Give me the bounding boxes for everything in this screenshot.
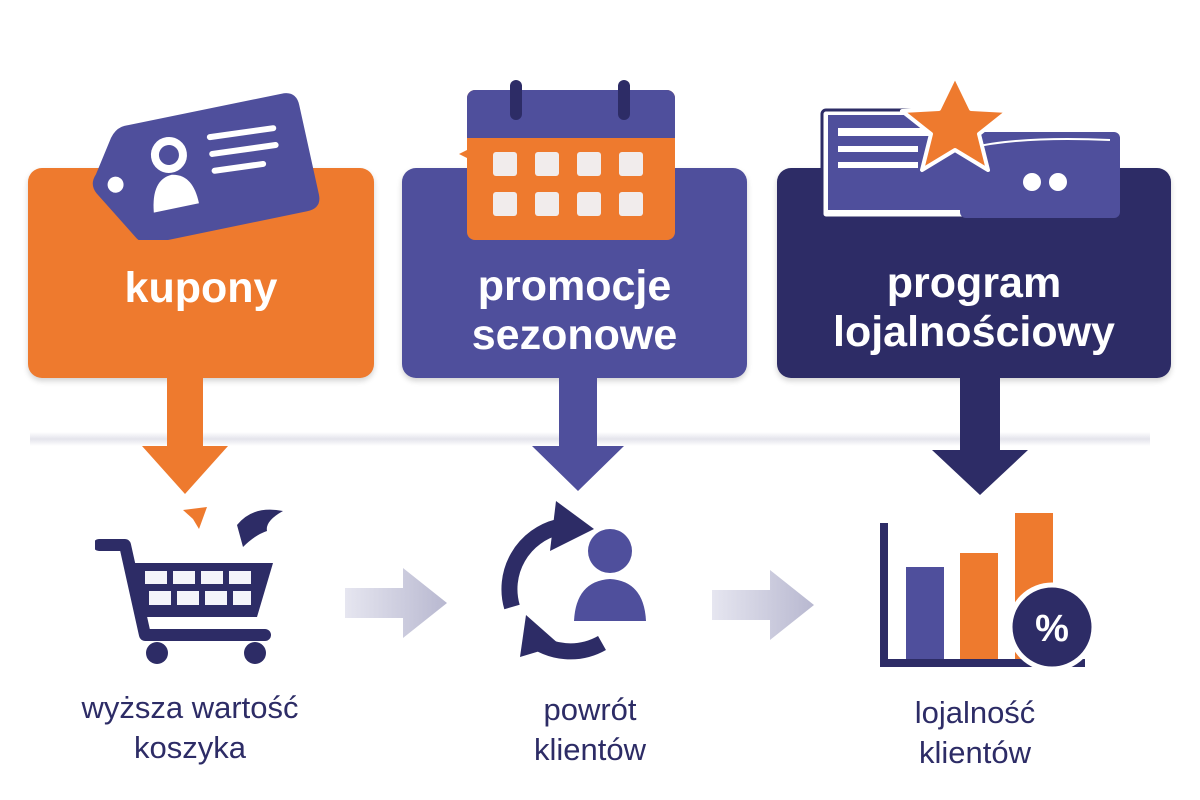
- returning-customer-icon: [501, 501, 646, 660]
- right-arrow-2: [712, 570, 814, 640]
- down-arrow-orange: [142, 378, 228, 494]
- bar-chart-percent-icon: %: [880, 513, 1097, 672]
- right-arrow-1: [345, 568, 447, 638]
- shopping-cart-icon: [95, 507, 283, 664]
- down-arrow-navy: [932, 378, 1028, 495]
- down-arrow-purple: [532, 378, 624, 491]
- box-promocje-label: promocje sezonowe: [471, 261, 678, 359]
- caption-powrot-klientow: powrót klientów: [534, 692, 646, 767]
- box-kupony-label: kupony: [124, 263, 278, 312]
- coupon-tag-icon: [92, 93, 320, 240]
- caption-lojalnosc-klientow: lojalność klientów: [914, 695, 1036, 770]
- caption-wyzsza-wartosc-koszyka: wyższa wartość koszyka: [81, 690, 299, 765]
- loyalty-card-star-icon: [820, 74, 1120, 220]
- percent-badge-text: %: [1035, 608, 1069, 650]
- calendar-icon: [459, 80, 675, 240]
- box-program-label: program lojalnościowy: [833, 259, 1115, 356]
